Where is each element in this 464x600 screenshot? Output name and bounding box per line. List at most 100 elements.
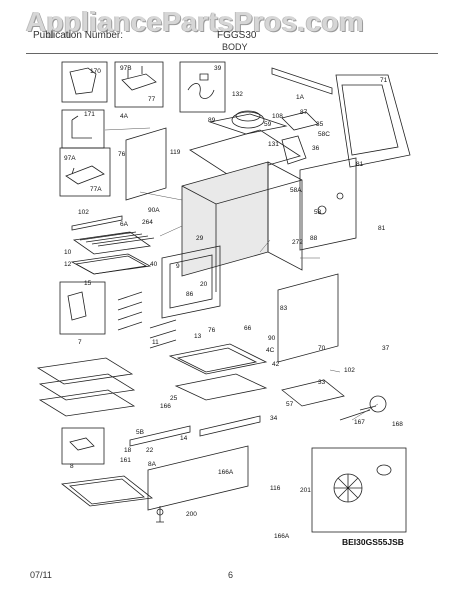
part-label-6a: 6A [120, 221, 129, 228]
part-label-25: 25 [170, 395, 178, 402]
leg-200 [156, 506, 164, 523]
part-label-102: 102 [344, 367, 355, 374]
part-label-88: 88 [310, 235, 318, 242]
part-label-39: 39 [214, 65, 222, 72]
part-label-90: 90 [268, 335, 276, 342]
part-label-167: 167 [354, 419, 365, 426]
part-label-8a: 8A [148, 461, 157, 468]
part-label-168: 168 [392, 421, 403, 428]
part-label-15: 15 [84, 280, 92, 287]
part-label-108: 108 [272, 113, 283, 120]
part-label-4c: 4C [266, 347, 275, 354]
duct-36 [281, 135, 307, 165]
drawer-bottom-8 [61, 475, 153, 507]
part-label-132: 132 [232, 91, 243, 98]
top-cover-131 [189, 129, 301, 177]
part-label-57: 57 [286, 401, 294, 408]
header-divider [26, 53, 438, 54]
publication-number-label: Publication Number: [33, 30, 124, 41]
broiler-pan-10 [70, 253, 152, 275]
inset-box-97b [114, 61, 164, 108]
part-label-170: 170 [90, 68, 101, 75]
door-frame-20 [161, 245, 221, 319]
footer-page-number: 6 [228, 570, 234, 580]
element-15-box [59, 281, 106, 335]
part-label-59: 59 [264, 121, 272, 128]
inset-box-97a [59, 147, 111, 197]
part-label-5b: 5B [136, 429, 144, 436]
part-label-81: 81 [356, 161, 364, 168]
part-label-77: 77 [148, 96, 156, 103]
part-label-66: 66 [244, 325, 252, 332]
side-panel-71 [335, 74, 411, 168]
footer-date: 07/11 [30, 570, 52, 580]
part-label-272: 272 [292, 239, 303, 246]
part-label-70: 70 [318, 345, 326, 352]
model-number: FGGS30 [217, 30, 257, 41]
part-label-33: 33 [318, 379, 326, 386]
part-label-102: 102 [78, 209, 89, 216]
part-label-90a: 90A [148, 207, 160, 214]
part-label-22: 22 [146, 447, 154, 454]
inset-box-171 [61, 109, 105, 149]
vent-87 [281, 111, 319, 131]
part-label-71: 71 [380, 77, 388, 84]
side-panel-76-upper [125, 127, 167, 201]
oven-rack-6a [72, 231, 155, 255]
bracket-33 [281, 379, 345, 407]
part-label-58a: 58A [290, 187, 302, 194]
part-label-119: 119 [170, 149, 181, 156]
part-label-14: 14 [180, 435, 188, 442]
part-label-35: 35 [316, 121, 324, 128]
inset-box-39 [179, 61, 226, 113]
part-label-58: 58 [314, 209, 322, 216]
top-rail-1a [271, 67, 333, 95]
side-panel-70 [277, 273, 339, 363]
rack-supports-11 [117, 291, 177, 349]
part-label-201: 201 [300, 487, 311, 494]
part-label-36: 36 [312, 145, 320, 152]
panel-42 [174, 373, 268, 401]
part-label-42: 42 [272, 361, 280, 368]
oven-racks-7 [36, 357, 136, 417]
part-label-171: 171 [84, 111, 95, 118]
drawer-frame-166 [129, 415, 261, 511]
part-label-131: 131 [268, 141, 279, 148]
part-label-4a: 4A [120, 113, 129, 120]
back-panel-58a [299, 157, 357, 251]
drawer-tray-4c [168, 343, 268, 375]
part-label-87: 87 [300, 109, 308, 116]
part-label-12: 12 [64, 261, 72, 268]
part-label-97a: 97A [64, 155, 76, 162]
part-label-81: 81 [378, 225, 386, 232]
part-label-29: 29 [196, 235, 204, 242]
inset-box-170 [61, 61, 108, 103]
part-label-89: 89 [208, 117, 216, 124]
part-label-86: 86 [186, 291, 194, 298]
part-label-18: 18 [124, 447, 132, 454]
part-label-77a: 77A [90, 186, 102, 193]
part-label-97b: 97B [120, 65, 132, 72]
part-label-58c: 58C [318, 131, 330, 138]
oven-body [181, 161, 303, 292]
motor-assembly-168 [339, 395, 387, 421]
part-label-13: 13 [194, 333, 202, 340]
rack-102 [71, 215, 123, 231]
fan-assembly-box [311, 447, 407, 533]
part-label-76: 76 [208, 327, 216, 334]
part-label-40: 40 [150, 261, 158, 268]
leader-lines [104, 127, 379, 421]
burner-assembly-108 [208, 110, 288, 135]
drawing-id: BEI30GS55JSB [342, 537, 404, 547]
part-label-1a: 1A [296, 94, 305, 101]
part-label-264: 264 [142, 219, 153, 226]
part-label-9: 9 [176, 263, 180, 270]
part-label-8: 8 [70, 463, 74, 470]
part-label-161: 161 [120, 457, 131, 464]
part-label-166a: 166A [274, 533, 290, 540]
part-label-200: 200 [186, 511, 197, 518]
inset-box-5b [61, 427, 105, 465]
